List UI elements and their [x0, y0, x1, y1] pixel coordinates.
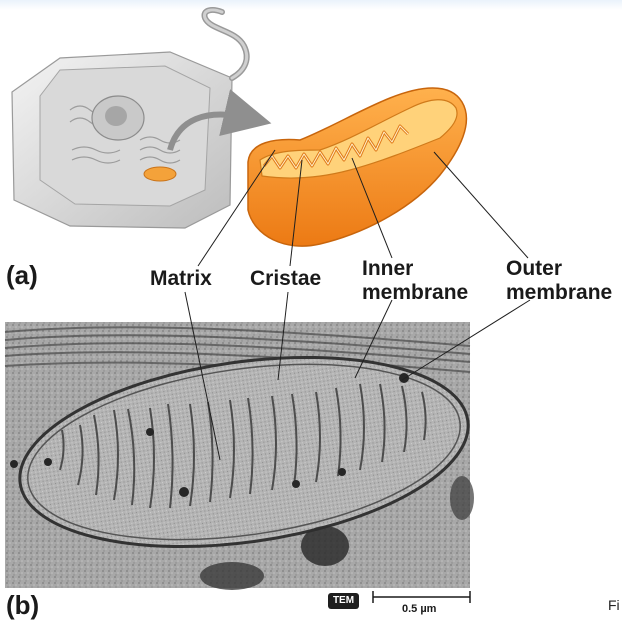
- matrix-label: Matrix: [150, 267, 212, 290]
- tem-badge: TEM: [328, 593, 359, 609]
- zoom-arrow: [167, 89, 272, 151]
- cristae-leader-bottom: [277, 291, 289, 381]
- mitochondrion-illustration: [247, 87, 468, 247]
- tem-micrograph: [4, 322, 474, 590]
- inner-membrane-label-line1: Inner: [362, 257, 414, 280]
- inner-membrane-leader-top: [351, 157, 393, 259]
- matrix-leader-bottom: [184, 291, 221, 461]
- figure-tag: Fi: [608, 597, 620, 613]
- outer-membrane-leader-top: [433, 151, 529, 259]
- outer-membrane-label-line1: Outer: [506, 257, 563, 280]
- top-gradient-band: [0, 0, 622, 10]
- panel-b-label: (b): [6, 590, 40, 620]
- cristae-label: Cristae: [250, 267, 322, 290]
- matrix-leader-top: [197, 149, 276, 267]
- outer-membrane-leader-bottom: [401, 299, 531, 381]
- scale-bar-label: 0.5 µm: [402, 603, 437, 615]
- inner-membrane-label-line2: membrane: [362, 281, 469, 304]
- cristae-leader-top: [289, 159, 303, 267]
- panel-a-label: (a): [6, 260, 38, 290]
- inner-membrane-leader-bottom: [354, 299, 393, 379]
- cell-cutaway-illustration: [11, 7, 250, 229]
- outer-membrane-label-line2: membrane: [506, 281, 613, 304]
